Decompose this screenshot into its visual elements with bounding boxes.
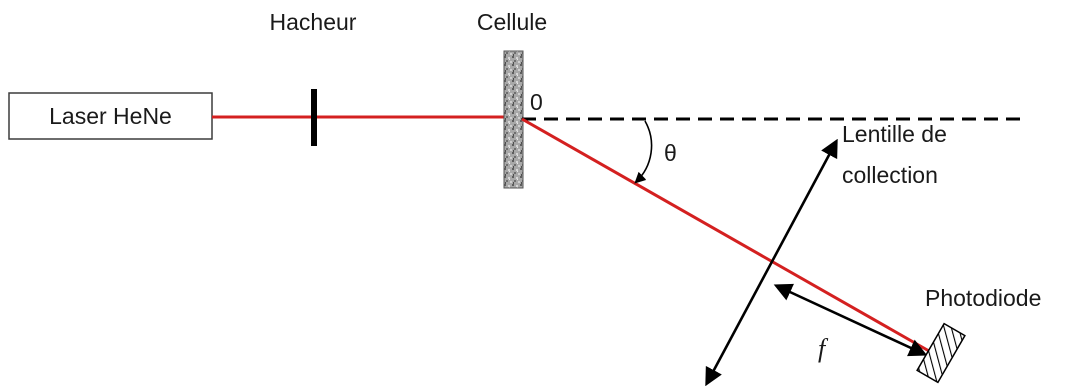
lens-label-line1: Lentille de xyxy=(842,121,947,147)
cell xyxy=(503,50,524,189)
scattered-beam xyxy=(521,117,930,353)
collection-lens xyxy=(705,138,838,387)
angle-label: θ xyxy=(664,140,677,166)
photodiode-body xyxy=(916,322,966,384)
focal-label: f xyxy=(818,334,829,363)
lens-label-line2: collection xyxy=(842,162,938,188)
cell-label: Cellule xyxy=(477,9,547,35)
photodiode-label: Photodiode xyxy=(925,285,1041,311)
chopper-label: Hacheur xyxy=(270,9,357,35)
laser-source: Laser HeNe xyxy=(8,92,213,140)
focal-distance-arrow xyxy=(773,283,928,357)
photodiode xyxy=(916,322,966,384)
laser-label: Laser HeNe xyxy=(49,103,172,129)
angle-arrow-icon xyxy=(634,120,653,184)
chopper xyxy=(311,89,317,146)
laser-box xyxy=(8,92,213,140)
origin-label: 0 xyxy=(530,89,543,115)
